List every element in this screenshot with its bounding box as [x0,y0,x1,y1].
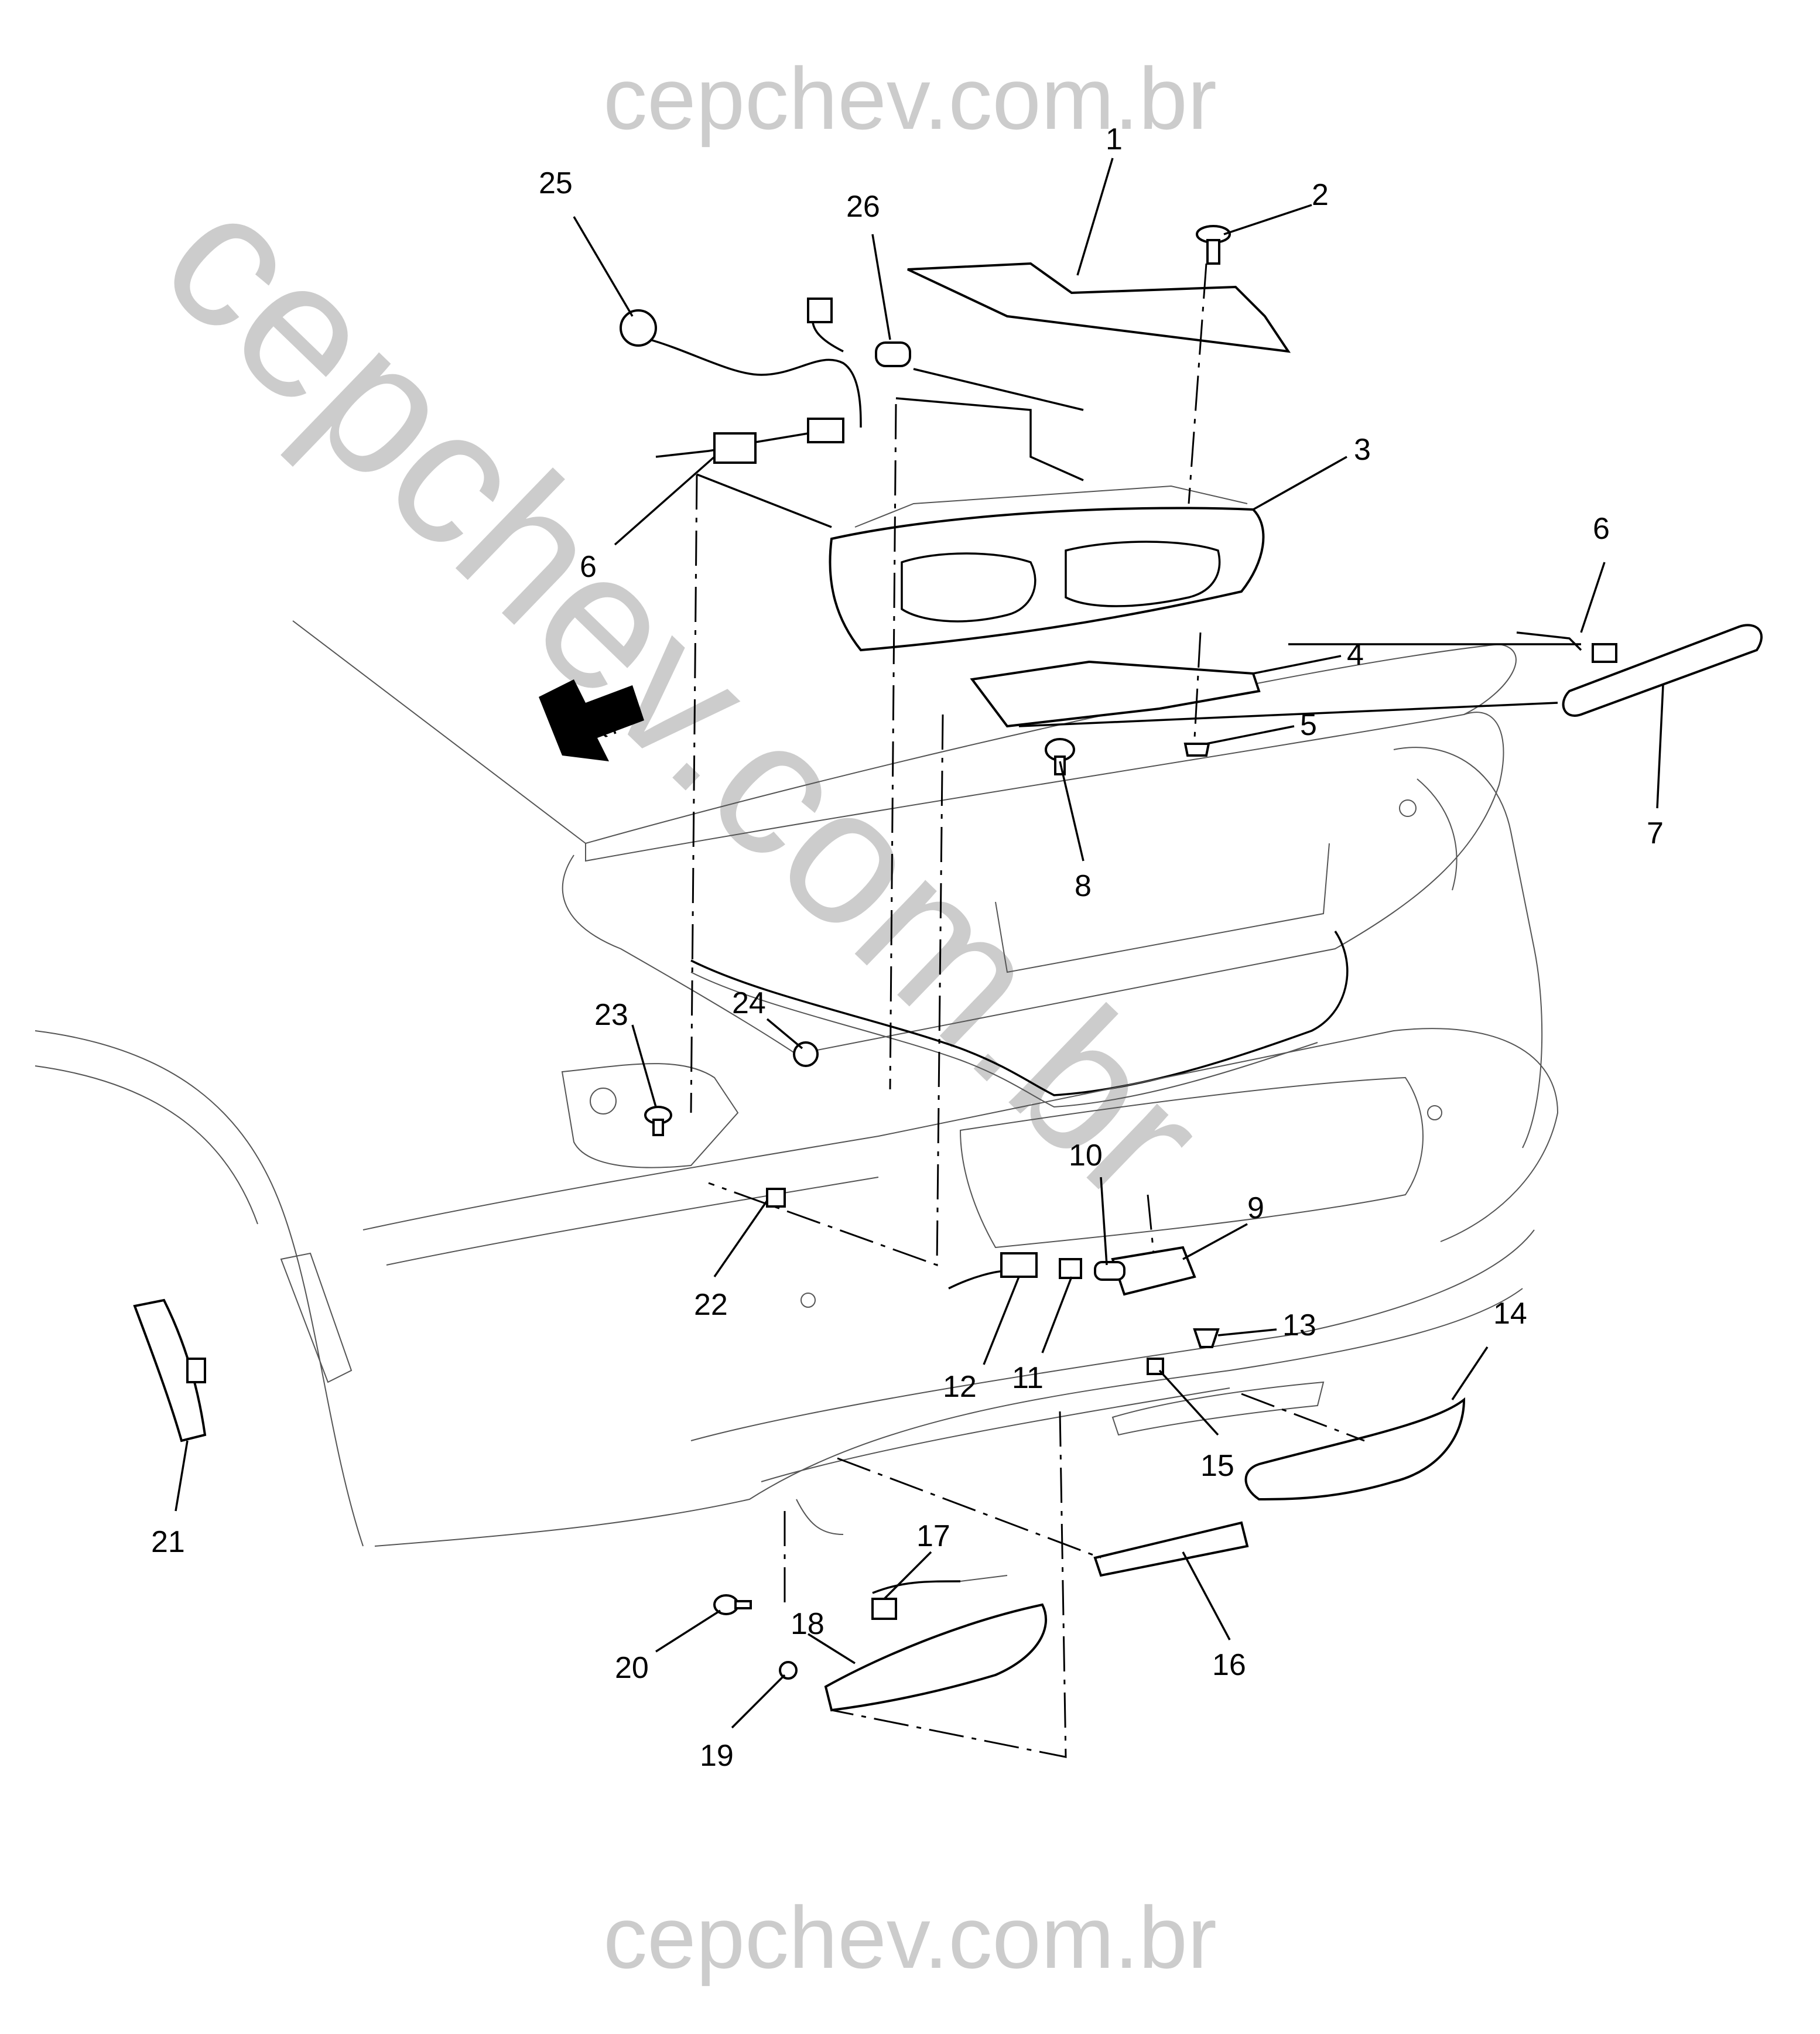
part-23-bolt [644,1106,672,1136]
assembly-dashed-lines [690,263,1365,1758]
callout-5: 5 [1300,708,1317,742]
callout-26: 26 [846,190,880,224]
callout-14: 14 [1493,1297,1527,1331]
callout-13: 13 [1282,1308,1316,1342]
part-20-screw [713,1594,752,1615]
part-16-trim-strip [1093,1521,1249,1577]
callout-16: 16 [1212,1648,1246,1682]
callout-23: 23 [594,998,628,1032]
callout-7: 7 [1647,816,1664,850]
part-8-bolt [1045,738,1075,775]
part-10-bulb [1094,1261,1125,1281]
part-17-wiring [872,1575,1008,1594]
part-4-bracket [970,660,1261,728]
watermark-top: cepchev.com.br [603,49,1217,148]
part-6-right-pigtail [1516,631,1617,663]
part-9-license-lamp [1111,1246,1196,1296]
front-arrow-icon [539,679,644,761]
part-18-lower-lamp [824,1598,1048,1712]
callout-6-left: 6 [580,550,597,584]
callout-19: 19 [700,1739,734,1773]
callout-1: 1 [1106,122,1123,156]
callout-numbers: 1 2 3 4 5 6 6 7 8 9 10 11 12 13 14 15 16… [151,122,1664,1773]
watermark-bottom: cepchev.com.br [603,1888,1217,1987]
callout-18: 18 [791,1607,825,1641]
part-5-nut [1183,743,1210,757]
callout-20: 20 [615,1651,649,1685]
callout-17: 17 [916,1519,950,1553]
part-25-wiring-harness [620,298,862,428]
part-24-grommet [793,1041,819,1067]
callout-12: 12 [943,1370,977,1404]
callout-6-right: 6 [1593,512,1610,546]
callout-21: 21 [151,1525,185,1559]
callout-24: 24 [732,986,766,1020]
part-6-left-pigtail [655,418,844,464]
callout-2: 2 [1312,178,1329,212]
part-15-nut [1147,1358,1164,1375]
vehicle-rear-body [35,620,1559,1547]
part-7-spoiler-lamp [1562,624,1763,717]
callout-10: 10 [1069,1139,1103,1172]
part-26-bulb [875,341,911,367]
part-3-lamp-assembly [829,485,1265,652]
part-14-rear-reflector [1244,1397,1466,1501]
assembly-solid-guides [696,368,1581,727]
callout-8: 8 [1075,869,1092,903]
callout-4: 4 [1347,638,1364,672]
callout-11: 11 [1012,1361,1044,1395]
part-1-trim-cover [907,262,1291,353]
leader-lines [175,158,1664,1729]
part-21-side-marker [133,1298,207,1442]
callout-9: 9 [1247,1191,1264,1225]
part-2-push-pin [1196,225,1231,265]
callout-22: 22 [694,1288,728,1322]
part-22-clip [766,1188,786,1208]
part-12-connector [948,1252,1038,1290]
part-13-clip [1193,1328,1220,1348]
callout-25: 25 [539,166,573,200]
part-11-socket [1059,1258,1082,1279]
callout-15: 15 [1200,1449,1234,1483]
callout-3: 3 [1354,433,1371,467]
